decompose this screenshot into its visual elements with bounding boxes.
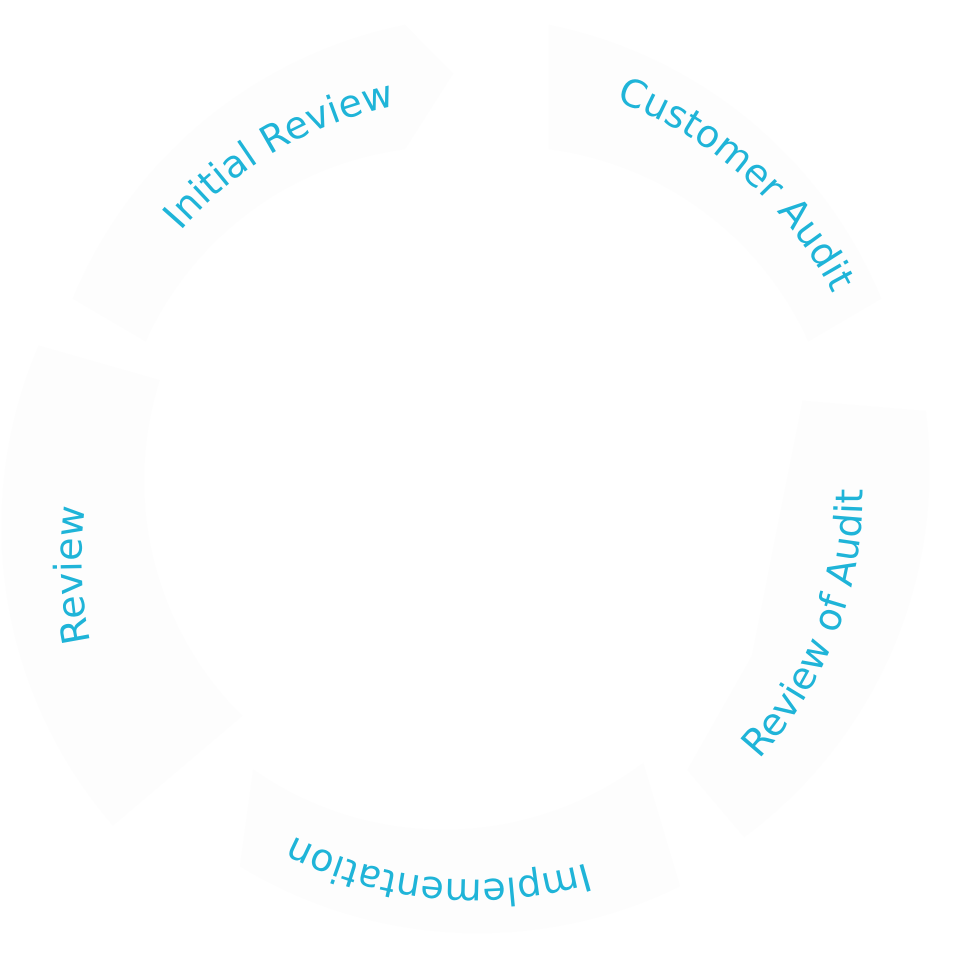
label-customer-audit: Customer Audit (612, 68, 863, 297)
segment-review-of-audit (687, 400, 930, 838)
label-review: Review (46, 503, 99, 648)
segment-review (1, 345, 243, 826)
segment-initial-review (72, 24, 454, 342)
segment-customer-audit (548, 24, 882, 342)
segment-implementation (239, 762, 681, 934)
ring-segments (1, 24, 930, 934)
